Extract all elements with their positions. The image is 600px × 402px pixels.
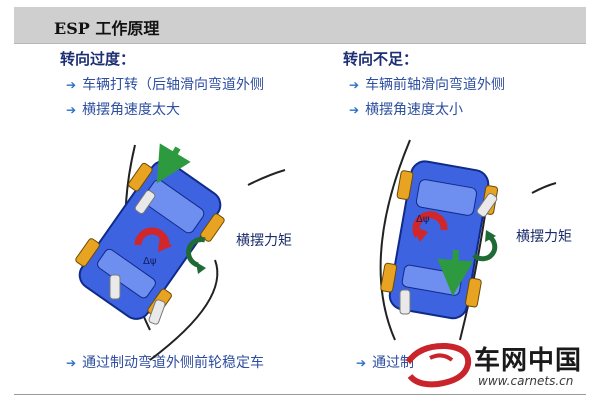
left-green-yaw-arrow	[186, 237, 206, 268]
right-green-force-arrow	[437, 249, 474, 296]
arrow-right-icon: ➔	[349, 78, 360, 92]
right-title: 转向不足：	[343, 50, 419, 68]
header-bar: ESP 工作原理	[14, 7, 586, 44]
wheel-front-left	[128, 162, 153, 192]
right-road-inner-curve	[379, 139, 411, 341]
left-bottom-note: ➔通过制动弯道外侧前轮稳定车	[66, 355, 265, 371]
left-ghost-wheel	[134, 189, 156, 215]
left-title: 转向过度：	[60, 50, 136, 68]
left-road-outer-curve	[149, 259, 219, 361]
watermark-url: www.carnets.cn	[478, 374, 574, 388]
left-ghost-wheel-3	[148, 299, 166, 325]
carnets-logo-icon	[405, 342, 472, 388]
left-road-edge	[247, 169, 286, 186]
right-bullet-2: ➔横摆角速度太小	[349, 102, 464, 118]
right-ghost-wheel	[476, 192, 498, 218]
right-bottom-note: ➔通过制	[356, 355, 415, 371]
arrow-right-icon: ➔	[66, 356, 77, 370]
wheel-rear-left	[75, 238, 100, 267]
watermark-brand: 车网中国	[474, 346, 583, 376]
page-title: ESP 工作原理	[54, 19, 160, 38]
right-yaw-moment-label: 横摆力矩	[516, 229, 572, 245]
arrow-right-icon: ➔	[356, 356, 367, 370]
left-green-force-arrow	[156, 143, 191, 184]
right-green-yaw-arrow	[472, 233, 498, 262]
right-road-edge	[531, 182, 557, 194]
left-bullet-2: ➔横摆角速度太大	[66, 102, 181, 118]
left-delta-label: Δψ	[143, 256, 157, 267]
arrow-right-icon: ➔	[66, 78, 77, 92]
wheel-rear-left	[380, 262, 398, 293]
right-delta-label: Δψ	[416, 214, 430, 225]
right-bullet-1: ➔车辆前轴滑向弯道外侧	[349, 77, 506, 93]
bottom-divider	[14, 394, 586, 395]
left-yaw-moment-label: 横摆力矩	[236, 233, 292, 249]
arrow-right-icon: ➔	[66, 103, 77, 117]
arrow-right-icon: ➔	[349, 103, 360, 117]
left-bullet-1: ➔车辆打转（后轴滑向弯道外侧	[66, 77, 265, 93]
right-ghost-wheel-2	[399, 289, 411, 315]
wheel-front-left	[396, 170, 414, 200]
left-car	[75, 160, 225, 320]
left-ghost-wheel-2	[109, 274, 121, 300]
